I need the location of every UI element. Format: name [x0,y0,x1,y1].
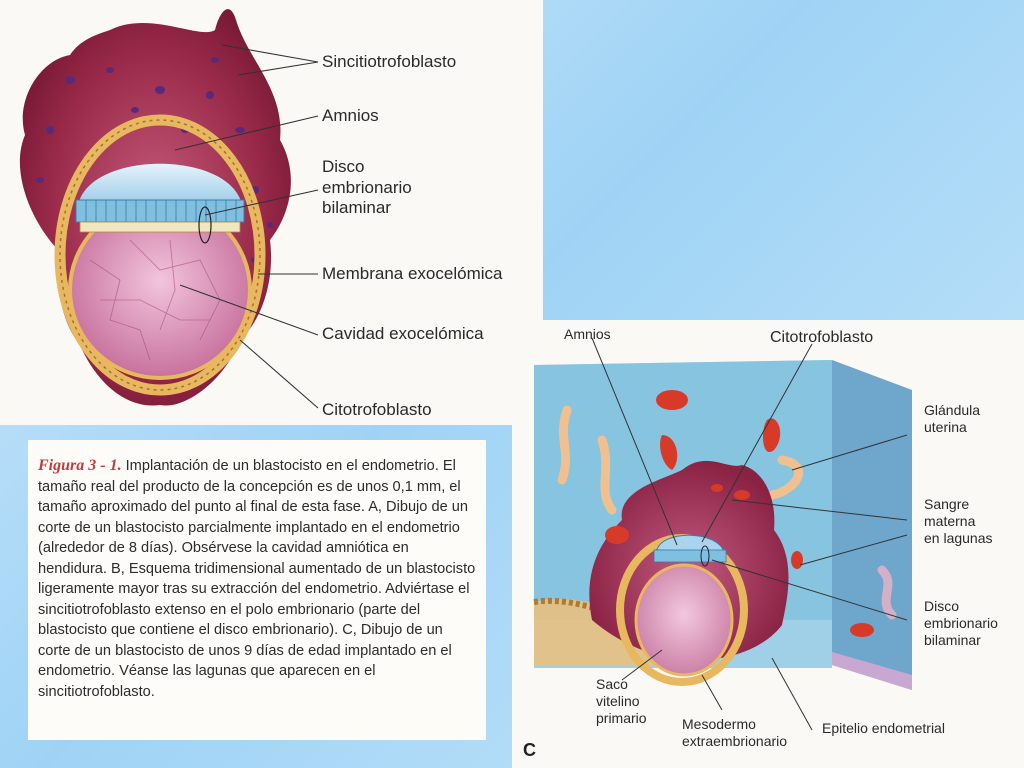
panel-c-leaders [591,337,908,731]
caption-paragraph: Figura 3 - 1. Implantación de un blastoc… [38,456,476,702]
bilaminar-disc [75,199,245,223]
bilaminar-disc-c [653,549,727,563]
label-c-sangre: Sangre materna en lagunas [924,496,993,547]
caption-body: Implantación de un blastocisto en el end… [38,458,476,700]
panel-a-leaders [174,44,319,409]
label-amnios: Amnios [322,106,379,125]
label-c-glandula: Glándula uterina [924,402,981,436]
label-c-epitelio: Epitelio endometrial [822,720,945,736]
label-c-saco-vitelino: Saco vitelino primario [596,676,647,727]
uterine-glands [557,405,897,620]
label-c-disco: Disco embrionario bilaminar [924,598,998,649]
primary-yolk-sac [634,563,734,677]
label-c-amnios: Amnios [564,326,611,342]
panel-a-illustration [19,9,319,409]
panel-a-diagram: Sincitiotrofoblasto Amnios Disco embrion… [0,0,543,425]
exocoelomic-cavity [70,202,250,378]
panel-c-diagram: Amnios Citotrofoblasto Glándula uterina … [512,320,1024,768]
panel-letter-c: C [523,740,536,760]
block-side-face [832,360,912,690]
label-disco-embrionario: Disco embrionario bilaminar [322,157,412,218]
label-c-mesodermo: Mesodermo extraembrionario [682,716,788,750]
amnion-cavity [78,163,242,205]
label-c-citotrofoblasto: Citotrofoblasto [770,329,874,346]
label-sincitiotrofoblasto: Sincitiotrofoblasto [322,52,457,71]
label-citotrofoblasto: Citotrofoblasto [322,400,432,419]
label-cavidad-exocelomica: Cavidad exocelómica [322,324,484,343]
figure-caption: Figura 3 - 1. Implantación de un blastoc… [28,440,486,740]
panel-c-illustration [533,337,912,731]
label-membrana-exocelomica: Membrana exocelómica [322,264,503,283]
figure-label: Figura 3 - 1. [38,457,122,474]
